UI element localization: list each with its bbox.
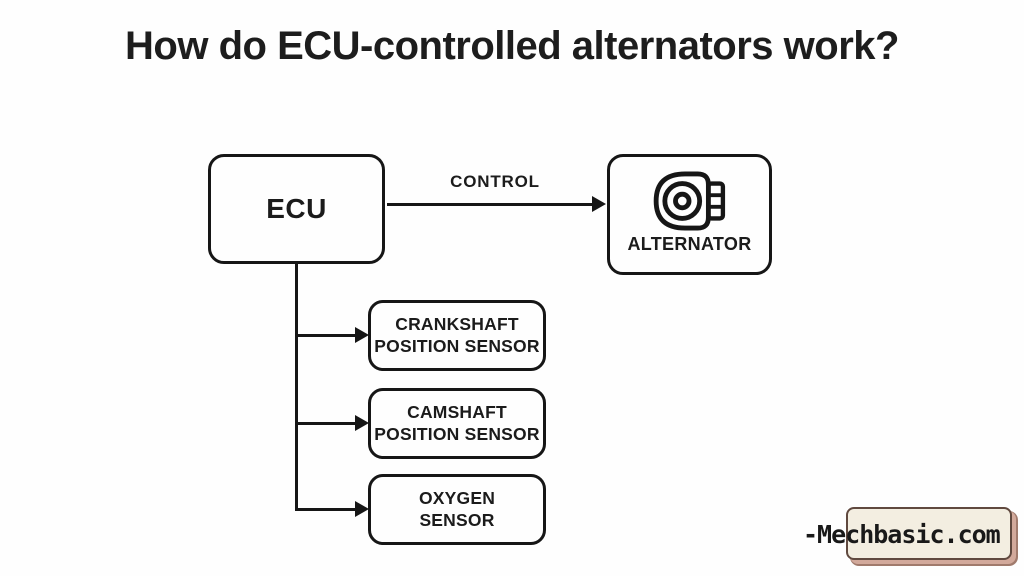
sensor-box-crankshaft: CRANKSHAFT POSITION SENSOR [368,300,546,371]
ecu-box: ECU [208,154,385,264]
branch-line-crankshaft [296,333,357,337]
sensor-box-camshaft: CAMSHAFT POSITION SENSOR [368,388,546,459]
sensor-label-line: CRANKSHAFT [395,314,519,335]
branch-line-oxygen [296,508,357,511]
branch-arrowhead-icon [355,326,369,343]
watermark-text: -Mechbasic.com [803,520,1001,549]
sensor-label-line: CAMSHAFT [407,402,507,423]
branch-line-camshaft [296,421,357,425]
sensor-label-line: POSITION SENSOR [374,335,540,356]
sensor-label-line: OXYGEN [418,488,496,509]
watermark-badge [846,507,1012,560]
sensor-label-line: SENSOR [419,509,495,530]
ecu-sensors-trunk-line [294,262,298,511]
sensor-box-oxygen: OXYGEN SENSOR [368,474,546,545]
alternator-box: ALTERNATOR [607,154,772,275]
branch-arrowhead-icon [355,414,369,431]
alternator-label: ALTERNATOR [627,234,752,254]
control-label: CONTROL [450,172,540,191]
ecu-label: ECU [266,193,327,224]
page-title: How do ECU-controlled alternators work? [125,24,899,68]
control-arrow-line [387,203,593,206]
branch-arrowhead-icon [355,501,369,517]
control-arrowhead-icon [592,196,606,212]
sensor-label-line: POSITION SENSOR [374,423,540,444]
alternator-icon [653,171,725,231]
